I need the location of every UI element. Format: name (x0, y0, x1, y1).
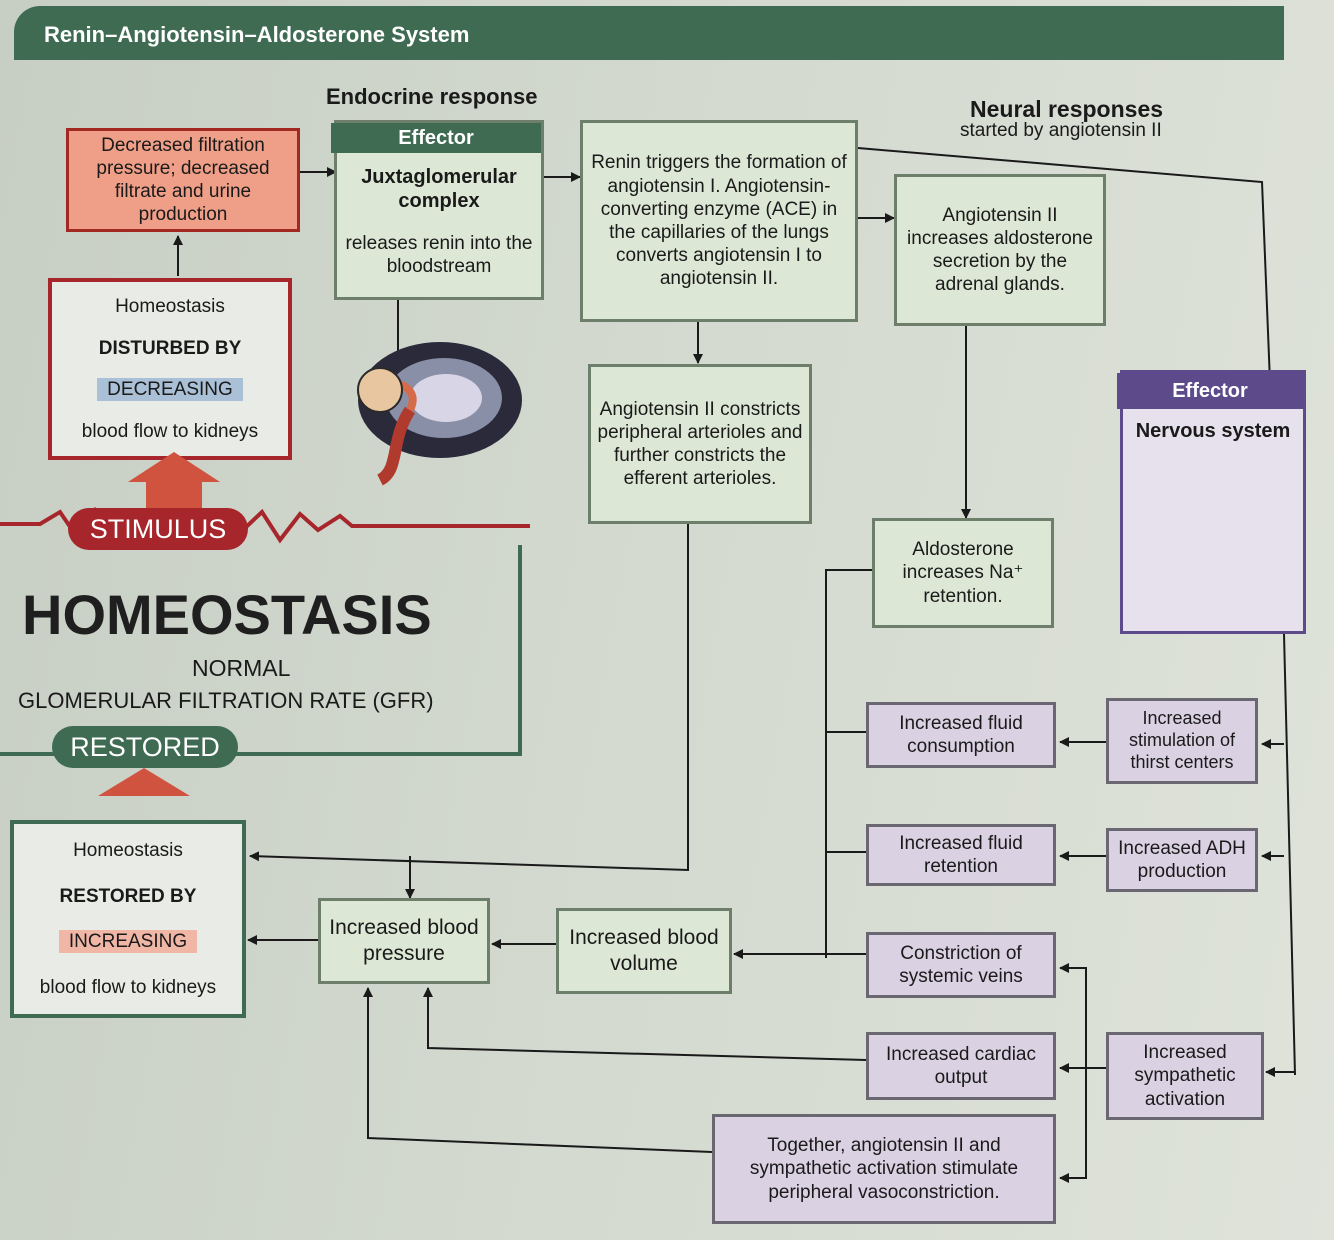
aldosterone-secretion-box: Angiotensin II increases aldosterone sec… (894, 174, 1106, 326)
systemic-veins-text: Constriction of systemic veins (899, 942, 1023, 987)
gfr-label: GLOMERULAR FILTRATION RATE (GFR) (18, 688, 434, 713)
homeostasis-restored-box: Homeostasis RESTORED BY INCREASING blood… (10, 820, 246, 1018)
cardiac-output-text: Increased cardiac output (886, 1043, 1036, 1088)
jg-complex-box: Effector Juxtaglomerular complex release… (331, 120, 544, 300)
blood-pressure-text: Increased blood pressure (329, 916, 479, 965)
jg-text: releases renin into the bloodstream (345, 232, 533, 277)
ns-effector-band: Effector (1117, 373, 1303, 409)
restored-line4: blood flow to kidneys (39, 976, 217, 998)
disturbed-line3: DECREASING (97, 378, 243, 402)
normal-label: NORMAL (192, 655, 291, 681)
jg-effector-band: Effector (331, 123, 541, 153)
decreased-filtration-box: Decreased filtration pressure; decreased… (66, 128, 300, 232)
decreased-filtration-text: Decreased filtration pressure; decreased… (96, 134, 270, 226)
stimulus-arrow-shaft (146, 480, 202, 510)
vasoconstriction-box: Together, angiotensin II and sympathetic… (712, 1114, 1056, 1224)
systemic-veins-box: Constriction of systemic veins (866, 932, 1056, 998)
restored-up-arrow-icon (98, 768, 190, 796)
disturbed-line2: DISTURBED BY (98, 337, 242, 359)
nervous-system-box: Effector Nervous system (1117, 370, 1306, 634)
aldosterone-secretion-text: Angiotensin II increases aldosterone sec… (907, 204, 1093, 296)
thirst-centers-text: Increased stimulation of thirst centers (1128, 708, 1236, 772)
renin-text: Renin triggers the formation of angioten… (591, 152, 847, 290)
homeostasis-title: HOMEOSTASIS (22, 583, 432, 646)
constricts-arterioles-text: Angiotensin II constricts peripheral art… (597, 398, 803, 490)
fluid-consumption-text: Increased fluid consumption (899, 712, 1023, 757)
adh-production-text: Increased ADH production (1118, 837, 1246, 882)
page-title: Renin–Angiotensin–Aldosterone System (44, 22, 470, 47)
restored-line1: Homeostasis (73, 840, 183, 862)
aldosterone-na-box: Aldosterone increases Na⁺ retention. (872, 518, 1054, 628)
blood-pressure-box: Increased blood pressure (318, 898, 490, 984)
disturbed-line1: Homeostasis (115, 296, 225, 318)
header-band (14, 6, 1284, 60)
endocrine-heading: Endocrine response (326, 84, 538, 109)
ns-title: Nervous system (1135, 420, 1291, 442)
fluid-retention-box: Increased fluid retention (866, 824, 1056, 886)
vasoconstriction-text: Together, angiotensin II and sympathetic… (749, 1135, 1019, 1203)
stimulus-up-arrow-icon (128, 452, 220, 482)
renin-box: Renin triggers the formation of angioten… (580, 120, 858, 322)
blood-volume-text: Increased blood volume (569, 926, 719, 975)
restored-line3: INCREASING (58, 930, 198, 954)
stimulus-pill: STIMULUS (68, 508, 248, 550)
restored-pill: RESTORED (52, 726, 238, 768)
constricts-arterioles-box: Angiotensin II constricts peripheral art… (588, 364, 812, 524)
neural-subheading: started by angiotensin II (960, 120, 1162, 141)
homeostasis-disturbed-box: Homeostasis DISTURBED BY DECREASING bloo… (48, 278, 292, 460)
fluid-consumption-box: Increased fluid consumption (866, 702, 1056, 768)
restored-line2: RESTORED BY (59, 885, 197, 907)
cardiac-output-box: Increased cardiac output (866, 1032, 1056, 1100)
aldosterone-na-text: Aldosterone increases Na⁺ retention. (902, 539, 1024, 607)
sympathetic-activation-box: Increased sympathetic activation (1106, 1032, 1264, 1120)
blood-volume-box: Increased blood volume (556, 908, 732, 994)
sympathetic-activation-text: Increased sympathetic activation (1134, 1042, 1236, 1110)
neural-heading: Neural responses (970, 96, 1164, 122)
fluid-retention-text: Increased fluid retention (899, 832, 1023, 877)
adh-production-box: Increased ADH production (1106, 828, 1258, 892)
thirst-centers-box: Increased stimulation of thirst centers (1106, 698, 1258, 784)
jg-title: Juxtaglomerular complex (361, 166, 517, 213)
disturbed-line4: blood flow to kidneys (81, 420, 259, 442)
